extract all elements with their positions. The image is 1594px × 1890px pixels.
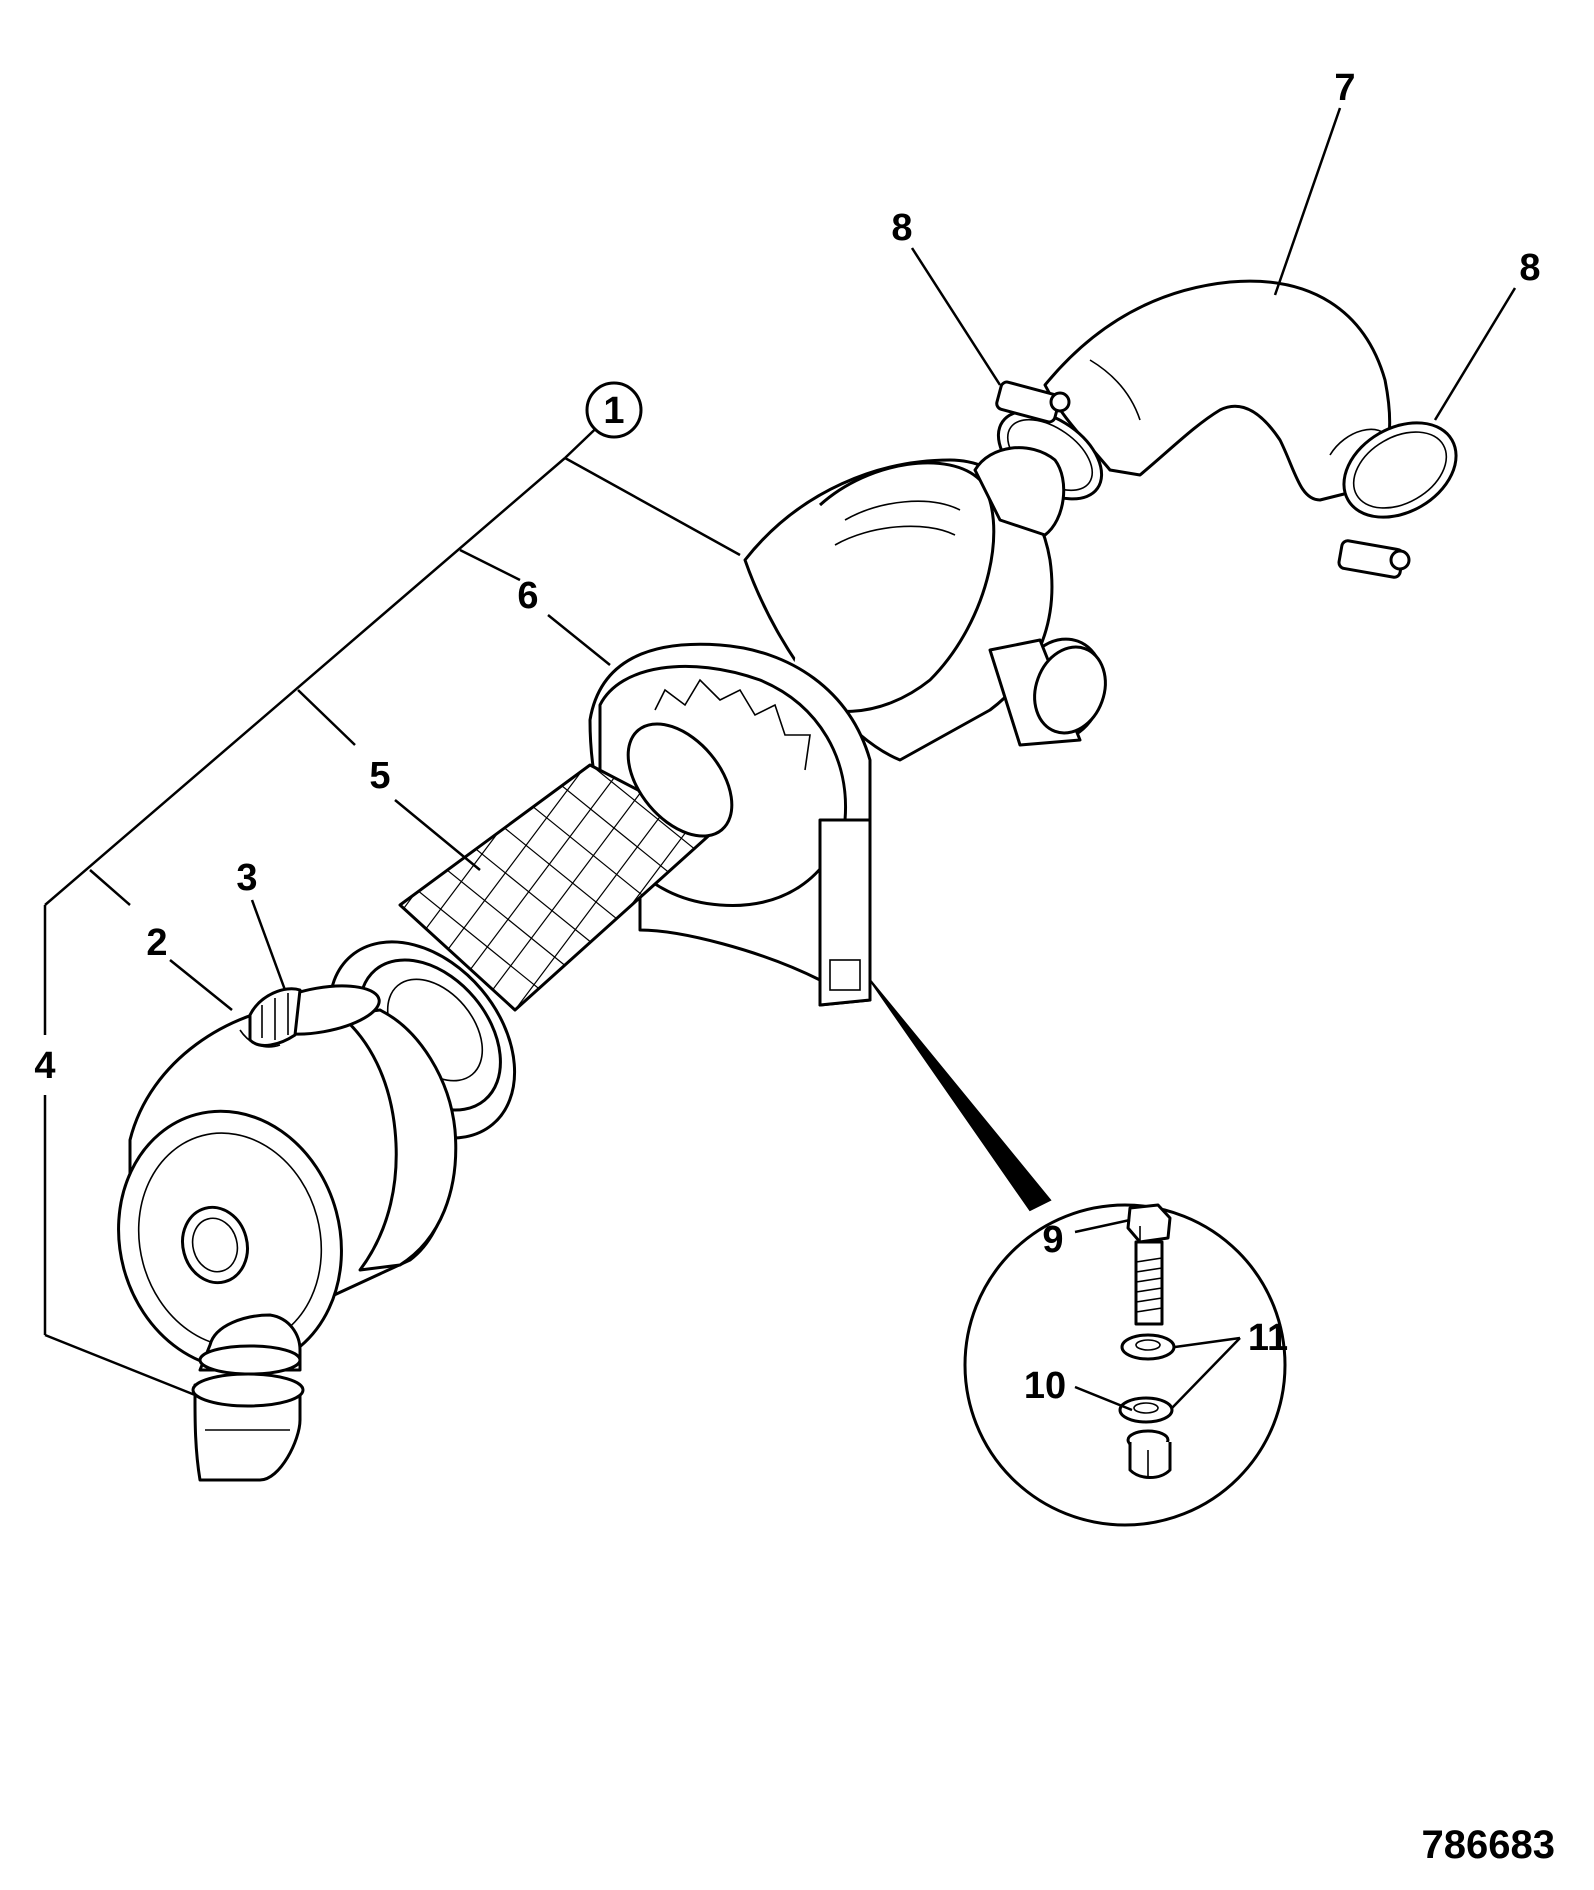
washer-lower-part-11 [1118,1396,1174,1424]
callout-1: 1 [585,381,643,439]
washer-upper-part-11 [1120,1333,1176,1361]
fastener-detail-inset [869,979,1287,1527]
callout-5-label: 5 [369,755,390,797]
bolt-part-9 [1126,1203,1172,1326]
dust-valve-part-4 [191,1313,305,1482]
end-cover-part-2 [117,984,458,1371]
nut-part-10 [1126,1429,1172,1479]
figure-reference-number: 786683 [1422,1823,1555,1867]
callout-8-right-label: 8 [1519,247,1540,289]
callout-10-label: 10 [1024,1365,1066,1407]
leader-lines [43,107,1517,1412]
callout-8-left-label: 8 [891,207,912,249]
callout-9-label: 9 [1042,1219,1063,1261]
hose-clamp-right-part-8 [1337,421,1458,579]
callout-4-label: 4 [34,1045,55,1087]
callout-2-label: 2 [146,922,167,964]
retaining-clip-part-3 [239,987,302,1048]
callout-1-label: 1 [603,390,624,432]
callout-3-label: 3 [236,857,257,899]
callout-6-label: 6 [517,575,538,617]
callout-7-label: 7 [1334,67,1355,109]
filter-element-part-5 [327,722,734,1140]
callout-11-label: 11 [1248,1317,1288,1359]
